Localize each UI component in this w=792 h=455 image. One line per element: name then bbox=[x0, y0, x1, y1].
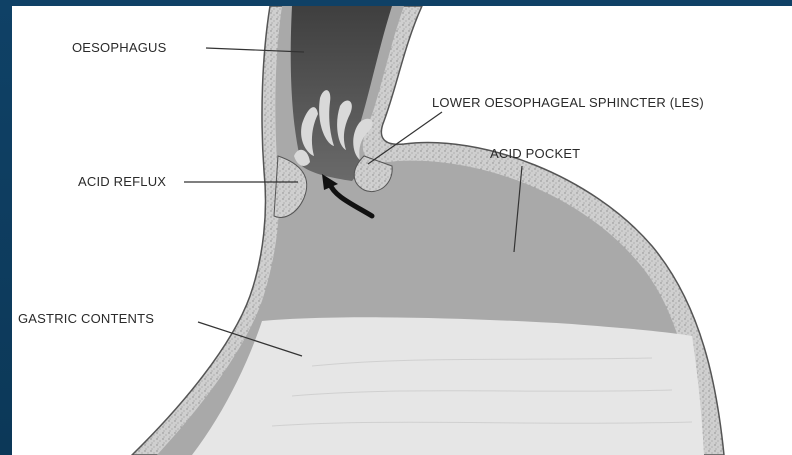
label-oesophagus: OESOPHAGUS bbox=[72, 40, 167, 55]
label-gastric-contents: GASTRIC CONTENTS bbox=[18, 311, 154, 326]
label-les: LOWER OESOPHAGEAL SPHINCTER (LES) bbox=[432, 95, 704, 110]
stomach-diagram: OESOPHAGUS LOWER OESOPHAGEAL SPHINCTER (… bbox=[12, 6, 792, 455]
label-acid-reflux: ACID REFLUX bbox=[78, 174, 166, 189]
label-acid-pocket: ACID POCKET bbox=[490, 146, 580, 161]
gastric-contents bbox=[192, 317, 704, 455]
diagram-panel: OESOPHAGUS LOWER OESOPHAGEAL SPHINCTER (… bbox=[12, 6, 792, 455]
